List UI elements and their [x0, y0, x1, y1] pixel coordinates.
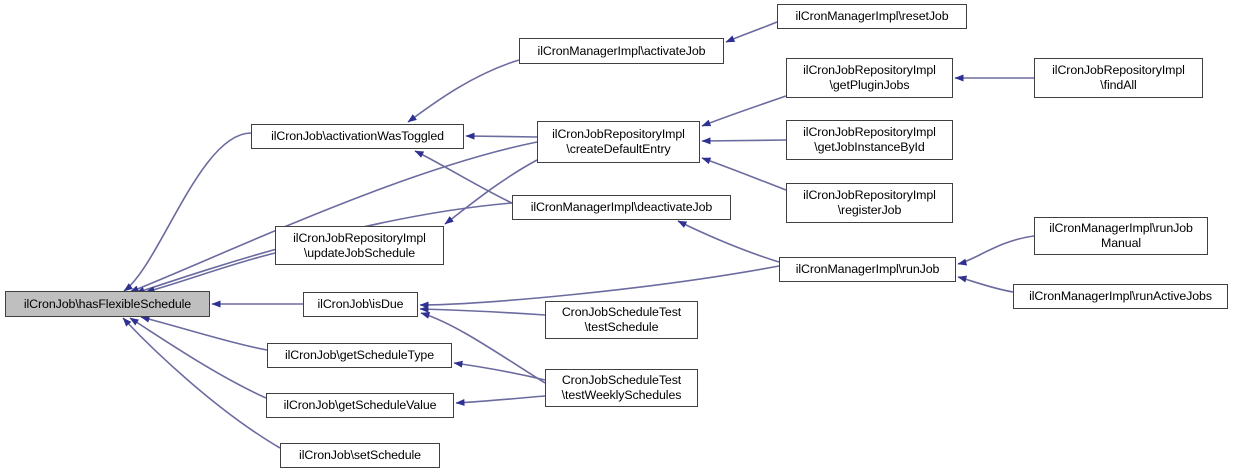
graph-node-isDue[interactable]: ilCronJob\isDue — [303, 292, 418, 317]
edge-getPluginJobs-to-createDefaultEntry — [701, 95, 787, 127]
graph-node-updateJobSchedule[interactable]: ilCronJobRepositoryImpl \updateJobSchedu… — [275, 226, 444, 265]
graph-node-createDefaultEntry[interactable]: ilCronJobRepositoryImpl \createDefaultEn… — [537, 121, 700, 163]
graph-node-label: ilCronJob\hasFlexibleSchedule — [23, 296, 192, 311]
edge-getScheduleValue-to-hasFlexibleSchedule — [129, 317, 267, 399]
graph-node-label: ilCronManagerImpl\activateJob — [537, 43, 706, 58]
edge-getScheduleType-to-hasFlexibleSchedule — [140, 315, 268, 351]
edge-registerJob-to-createDefaultEntry — [701, 157, 787, 191]
graph-node-label: ilCronJob\isDue — [317, 297, 404, 311]
edge-runActiveJobs-to-runJob — [957, 275, 1014, 293]
edge-updateJobSchedule-to-hasFlexibleSchedule — [145, 252, 276, 294]
graph-node-setSchedule[interactable]: ilCronJob\setSchedule — [280, 443, 440, 468]
graph-node-label: ilCronJobRepositoryImpl \findAll — [1052, 63, 1185, 92]
graph-node-label: ilCronJobRepositoryImpl \createDefaultEn… — [552, 127, 685, 156]
edge-createDefaultEntry-to-activationWasToggled — [465, 132, 538, 140]
graph-node-runJob[interactable]: ilCronManagerImpl\runJob — [779, 257, 956, 282]
graph-node-label: CronJobScheduleTest \testWeeklySchedules — [561, 373, 682, 402]
edge-resetJob-to-activateJob — [725, 21, 778, 43]
edge-activateJob-to-activationWasToggled — [407, 59, 520, 123]
graph-node-label: ilCronJobRepositoryImpl \registerJob — [803, 188, 936, 217]
graph-node-label: ilCronJob\getScheduleValue — [283, 398, 437, 412]
graph-node-getScheduleValue[interactable]: ilCronJob\getScheduleValue — [266, 393, 454, 418]
edge-runJob-to-isDue — [419, 265, 780, 309]
edge-testWeeklySchedules-to-getScheduleValue — [455, 395, 546, 406]
edge-setSchedule-to-hasFlexibleSchedule — [122, 317, 281, 449]
edge-activationWasToggled-to-hasFlexibleSchedule — [123, 132, 252, 292]
graph-node-deactivateJob[interactable]: ilCronManagerImpl\deactivateJob — [512, 195, 731, 220]
graph-node-runActiveJobs[interactable]: ilCronManagerImpl\runActiveJobs — [1013, 284, 1228, 309]
graph-node-findAll[interactable]: ilCronJobRepositoryImpl \findAll — [1034, 58, 1203, 98]
graph-node-registerJob[interactable]: ilCronJobRepositoryImpl \registerJob — [786, 183, 953, 223]
graph-node-testWeeklySchedules[interactable]: CronJobScheduleTest \testWeeklySchedules — [545, 369, 698, 407]
graph-node-label: ilCronJobRepositoryImpl \getPluginJobs — [803, 63, 936, 92]
graph-node-runJobManual[interactable]: ilCronManagerImpl\runJob Manual — [1034, 217, 1208, 255]
graph-node-label: ilCronJobRepositoryImpl \getJobInstanceB… — [803, 125, 936, 154]
graph-node-activationWasToggled[interactable]: ilCronJob\activationWasToggled — [251, 124, 464, 149]
edge-createDefaultEntry-to-hasFlexibleSchedule — [129, 141, 538, 293]
graph-node-label: ilCronManagerImpl\resetJob — [795, 9, 949, 23]
graph-node-label: ilCronJobRepositoryImpl \updateJobSchedu… — [293, 230, 426, 260]
graph-node-label: ilCronManagerImpl\runJob — [795, 262, 940, 276]
graph-node-resetJob[interactable]: ilCronManagerImpl\resetJob — [777, 4, 967, 29]
edge-testWeeklySchedules-to-getScheduleType — [453, 360, 546, 381]
graph-node-testSchedule[interactable]: CronJobScheduleTest \testSchedule — [545, 301, 698, 339]
graph-node-label: ilCronManagerImpl\runActiveJobs — [1029, 289, 1212, 303]
graph-node-label: ilCronJob\getScheduleType — [284, 348, 435, 362]
graph-node-getScheduleType[interactable]: ilCronJob\getScheduleType — [267, 343, 452, 368]
edge-runJob-to-deactivateJob — [677, 220, 780, 263]
edge-runJobManual-to-runJob — [957, 235, 1035, 266]
graph-node-getPluginJobs[interactable]: ilCronJobRepositoryImpl \getPluginJobs — [786, 58, 953, 98]
graph-node-label: CronJobScheduleTest \testSchedule — [561, 305, 682, 334]
edge-testSchedule-to-isDue — [419, 305, 546, 316]
graph-node-getJobInstanceById[interactable]: ilCronJobRepositoryImpl \getJobInstanceB… — [786, 120, 953, 160]
graph-node-label: ilCronJob\setSchedule — [299, 448, 421, 462]
graph-node-activateJob[interactable]: ilCronManagerImpl\activateJob — [519, 38, 724, 64]
edge-getJobInstanceById-to-createDefaultEntry — [701, 137, 787, 145]
graph-node-hasFlexibleSchedule[interactable]: ilCronJob\hasFlexibleSchedule — [5, 291, 210, 317]
graph-node-label: ilCronJob\activationWasToggled — [271, 129, 444, 143]
edge-deactivateJob-to-activationWasToggled — [414, 150, 513, 204]
graph-node-label: ilCronManagerImpl\runJob Manual — [1049, 221, 1193, 250]
graph-node-label: ilCronManagerImpl\deactivateJob — [530, 200, 713, 214]
